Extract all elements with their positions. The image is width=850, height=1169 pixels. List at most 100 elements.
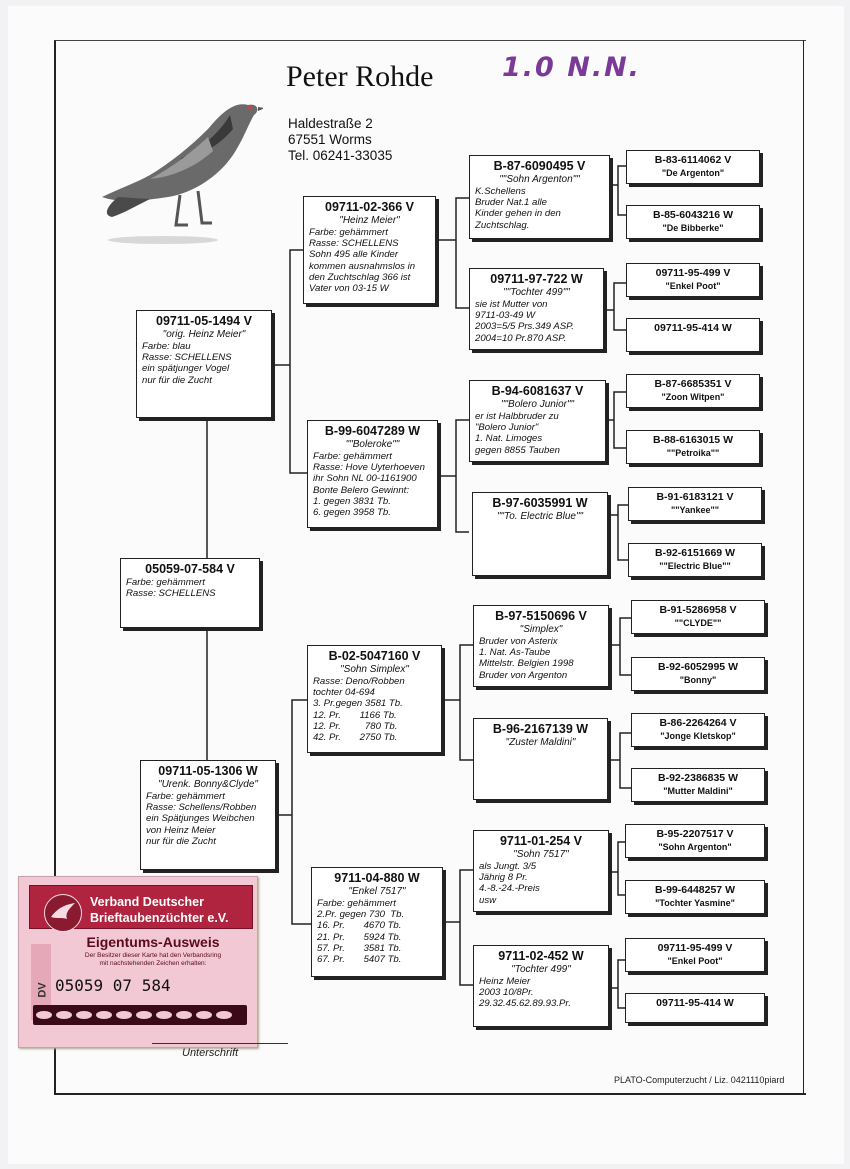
pedigree-bird-name: ""Boleroke"" [345, 439, 400, 450]
software-footer: PLATO-Computerzucht / Liz. 0421110piard [614, 1075, 785, 1085]
grandfather-maternal-box: B-02-5047160 V "Sohn Simplex" Rasse: Den… [307, 645, 442, 753]
pedigree-detail-line: Rasse: SCHELLENS [142, 352, 232, 364]
pedigree-detail-line: gegen 8855 Tauben [475, 444, 561, 456]
pedigree-bird-name: "Sohn 7517" [513, 849, 569, 860]
pedigree-detail-line: Zuchtschlag. [475, 219, 530, 231]
pedigree-detail-line: 1. Nat. As-Taube [479, 647, 551, 659]
pedigree-bird-name: ""Sohn Argenton"" [499, 174, 580, 185]
pedigree-bird-name: "Mutter Maldini" [663, 786, 733, 796]
pedigree-detail-line: Rasse: Schellens/Robben [146, 802, 257, 814]
great-grandparent-box: B-97-6035991 W ""To. Electric Blue"" [472, 492, 608, 576]
pedigree-ring-number: 09711-95-499 V [655, 267, 731, 279]
pedigree-bird-name: "De Argenton" [661, 168, 725, 178]
pedigree-detail-line: 16. Pr. 4670 Tb. [317, 920, 402, 932]
pedigree-detail-line: 9711-03-49 W [475, 310, 536, 322]
pedigree-ring-number: B-87-6090495 V [493, 159, 586, 173]
pedigree-ring-number: 09711-95-499 V [657, 942, 733, 954]
pedigree-detail-line: K.Schellens [475, 186, 526, 197]
pedigree-detail-line: Rasse: SCHELLENS [309, 238, 399, 250]
great-grandparent-box: 9711-01-254 V "Sohn 7517" als Jungt. 3/5… [473, 830, 609, 912]
pedigree-detail-line: Sohn 495 alle Kinder [309, 249, 399, 261]
pedigree-ring-number: 09711-05-1306 W [158, 764, 258, 778]
pedigree-detail-line: "Bolero Junior" [475, 422, 539, 434]
pedigree-detail-line: Farbe: blau [142, 341, 191, 352]
pedigree-detail-line: 2.Pr. gegen 730 Tb. [317, 909, 405, 921]
great-grandparent-box: B-97-5150696 V "Simplex" Bruder von Aste… [473, 605, 609, 687]
pedigree-bird-name: "Simplex" [519, 624, 563, 635]
great-grandparent-box: 9711-02-452 W "Tochter 499" Heinz Meier … [473, 945, 609, 1027]
pedigree-ring-number: 09711-05-1494 V [156, 314, 252, 328]
pedigree-bird-name: "Enkel Poot" [665, 281, 721, 291]
pedigree-ring-number: 09711-02-366 V [325, 200, 414, 214]
ancestor-box: 09711-95-499 V "Enkel Poot" [626, 263, 760, 297]
pedigree-detail-line: nur für die Zucht [142, 374, 212, 386]
pedigree-detail-line: Kinder gehen in den [475, 208, 561, 220]
pedigree-ring-number: B-91-5286958 V [659, 604, 737, 616]
main-bird-box: 05059-07-584 V Farbe: gehämmert Rasse: S… [120, 558, 260, 628]
ancestor-box: B-92-6052995 W "Bonny" [631, 657, 765, 691]
signature-label: Unterschrift [182, 1047, 239, 1059]
frame-right-edge [803, 40, 804, 1094]
pigeon-illustration [102, 104, 263, 244]
signature-line [152, 1043, 288, 1044]
pedigree-detail-line: tochter 04-694 [313, 687, 375, 699]
ancestor-box: B-95-2207517 V "Sohn Argenton" [625, 824, 765, 858]
pedigree-ring-number: 9711-02-452 W [498, 949, 584, 963]
pedigree-detail-line: Rasse: Deno/Robben [313, 676, 405, 687]
pedigree-detail-line: Farbe: gehämmert [309, 227, 388, 238]
pedigree-bird-name: ""Tochter 499"" [503, 287, 570, 298]
pedigree-detail-line: von Heinz Meier [146, 824, 216, 836]
grandfather-paternal-box: 09711-02-366 V "Heinz Meier" Farbe: gehä… [303, 196, 436, 304]
pedigree-detail-line: Mittelstr. Belgien 1998 [479, 658, 574, 670]
pedigree-ring-number: B-83-6114062 V [654, 154, 732, 166]
pedigree-detail-line: kommen ausnahmslos in [309, 260, 416, 272]
card-title: Eigentums-Ausweis [86, 934, 220, 950]
ancestor-box: 09711-95-499 V "Enkel Poot" [625, 938, 765, 972]
pedigree-detail-line: Bruder von Asterix [479, 636, 558, 647]
pedigree-detail-line: Rasse: SCHELLENS [126, 588, 216, 600]
pedigree-bird-name: "Tochter 499" [511, 964, 571, 975]
card-note-line: Der Besitzer dieser Karte hat den Verban… [84, 952, 222, 959]
ancestor-box: B-88-6163015 W ""Petroika"" [626, 430, 760, 464]
card-org-line: Verband Deutscher [90, 895, 204, 909]
pedigree-bird-name: "Zoon Witpen" [661, 392, 725, 402]
pedigree-detail-line: Farbe: gehämmert [317, 898, 396, 909]
pedigree-detail-line: Bonte Belero Gewinnt: [313, 484, 409, 496]
pedigree-bird-name: "Enkel Poot" [667, 956, 723, 966]
pedigree-ring-number: 05059-07-584 V [145, 562, 235, 576]
pedigree-ring-number: B-85-6043216 W [653, 209, 733, 221]
pedigree-detail-line: den Zuchtschlag 366 ist [309, 271, 411, 283]
pedigree-ring-number: B-88-6163015 W [653, 434, 733, 446]
pedigree-bird-name: "Enkel 7517" [348, 886, 406, 897]
pedigree-bird-name: ""To. Electric Blue"" [496, 511, 584, 522]
address-phone: Tel. 06241-33035 [288, 148, 393, 163]
ancestor-box: 09711-95-414 W [626, 318, 760, 352]
pedigree-bird-name: "Tochter Yasmine" [655, 898, 735, 908]
pedigree-detail-line: Farbe: gehämmert [146, 791, 225, 802]
father-box: 09711-05-1494 V "orig. Heinz Meier" Farb… [136, 310, 272, 418]
pedigree-detail-line: 2004=10 Pr.870 ASP. [475, 332, 567, 344]
card-body: DV Eigentums-Ausweis Der Besitzer dieser… [29, 932, 251, 1022]
pedigree-ring-number: 9711-04-880 W [334, 871, 420, 885]
great-grandparent-box: B-94-6081637 V ""Bolero Junior"" er ist … [469, 380, 606, 462]
great-grandparent-box: 09711-97-722 W ""Tochter 499"" sie ist M… [469, 268, 604, 350]
pedigree-bird-name: "Zuster Maldini" [505, 737, 576, 748]
pedigree-detail-line: 42. Pr. 2750 Tb. [313, 732, 398, 744]
pedigree-detail-line: ein Spätjunges Weibchen [146, 813, 255, 825]
pedigree-detail-line: sie ist Mutter von [475, 299, 548, 310]
pedigree-detail-line: Jährig 8 Pr. [479, 872, 528, 884]
pedigree-detail-line: 57. Pr. 3581 Tb. [317, 942, 402, 954]
mother-box: 09711-05-1306 W "Urenk. Bonny&Clyde" Far… [140, 760, 276, 870]
pedigree-detail-line: usw [479, 894, 497, 906]
grandmother-maternal-box: 9711-04-880 W "Enkel 7517" Farbe: gehämm… [311, 867, 443, 977]
pedigree-detail-line: 12. Pr. 1166 Tb. [313, 709, 397, 721]
pedigree-detail-line: 67. Pr. 5407 Tb. [317, 954, 402, 966]
pedigree-bird-name: ""Bolero Junior"" [500, 399, 575, 410]
card-org-line: Brieftaubenzüchter e.V. [90, 911, 229, 925]
pedigree-detail-line: 2003=5/5 Prs.349 ASP. [475, 321, 574, 333]
card-organization: Verband Deutscher Brieftaubenzüchter e.V… [90, 894, 228, 926]
great-grandparent-box: B-87-6090495 V ""Sohn Argenton"" K.Schel… [469, 155, 610, 239]
pedigree-detail-line: 1. Nat. Limoges [475, 433, 543, 445]
pedigree-bird-name: "orig. Heinz Meier" [162, 329, 246, 340]
ancestor-box: B-83-6114062 V "De Argenton" [626, 150, 760, 184]
